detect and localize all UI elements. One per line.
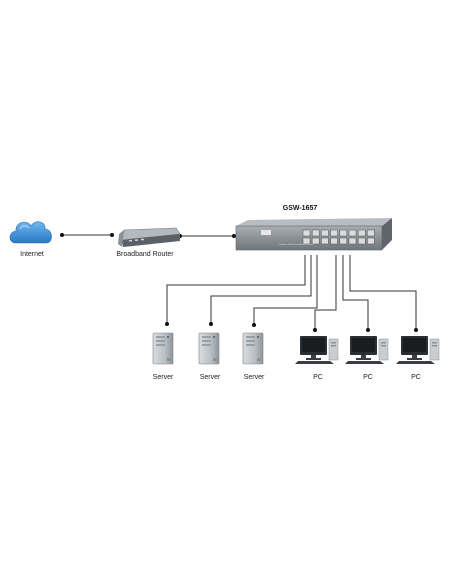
pc-1: [294, 335, 339, 365]
router-icon: [118, 227, 181, 247]
link-switch-pc-1: [314, 255, 337, 330]
switch-port: [311, 237, 320, 245]
link-switch-pc-2: [342, 255, 369, 330]
switch-port: [367, 237, 375, 245]
pc-2: [344, 335, 389, 365]
switch-port: [321, 237, 329, 245]
cloud-icon: [9, 221, 52, 244]
server-tower-icon: [152, 332, 174, 365]
pc-label-3: PC: [411, 374, 421, 381]
network-switch-icon: [235, 218, 392, 251]
switch-title: GSW-1657: [282, 205, 318, 212]
link-switch-server-2: [210, 255, 312, 324]
server-tower-icon: [242, 332, 264, 365]
server-3: [242, 332, 264, 365]
pc-3: [395, 335, 440, 365]
switch-ports: [302, 229, 375, 245]
server-label-2: Server: [199, 374, 221, 381]
server-label-3: Server: [243, 374, 265, 381]
switch-port: [348, 229, 357, 237]
server-tower-icon: [198, 332, 220, 365]
switch-port: [367, 229, 375, 237]
link-switch-server-3: [253, 255, 318, 325]
switch-port: [330, 229, 338, 237]
server-2: [198, 332, 220, 365]
switch-port: [330, 237, 338, 245]
link-switch-server-1: [166, 255, 306, 324]
desktop-pc-icon: [294, 335, 339, 365]
switch-port: [339, 237, 348, 245]
switch-port: [357, 229, 366, 237]
switch-port: [302, 229, 311, 237]
server-label-1: Server: [152, 374, 174, 381]
switch-port: [339, 229, 348, 237]
switch-port: [311, 229, 320, 237]
pc-label-2: PC: [363, 374, 373, 381]
switch-port: [302, 237, 311, 245]
switch-port: [348, 237, 357, 245]
switch-front-text: LevelOne 16-Port Fast Ethernet Switch: [278, 244, 314, 246]
server-1: [152, 332, 174, 365]
link-switch-pc-3: [349, 255, 417, 330]
internet-label: Internet: [20, 251, 44, 258]
switch-port: [321, 229, 329, 237]
desktop-pc-icon: [395, 335, 440, 365]
switch-port: [357, 237, 366, 245]
desktop-pc-icon: [344, 335, 389, 365]
pc-label-1: PC: [313, 374, 323, 381]
router-label: Broadband Router: [116, 251, 174, 258]
connection-lines: [62, 234, 417, 330]
